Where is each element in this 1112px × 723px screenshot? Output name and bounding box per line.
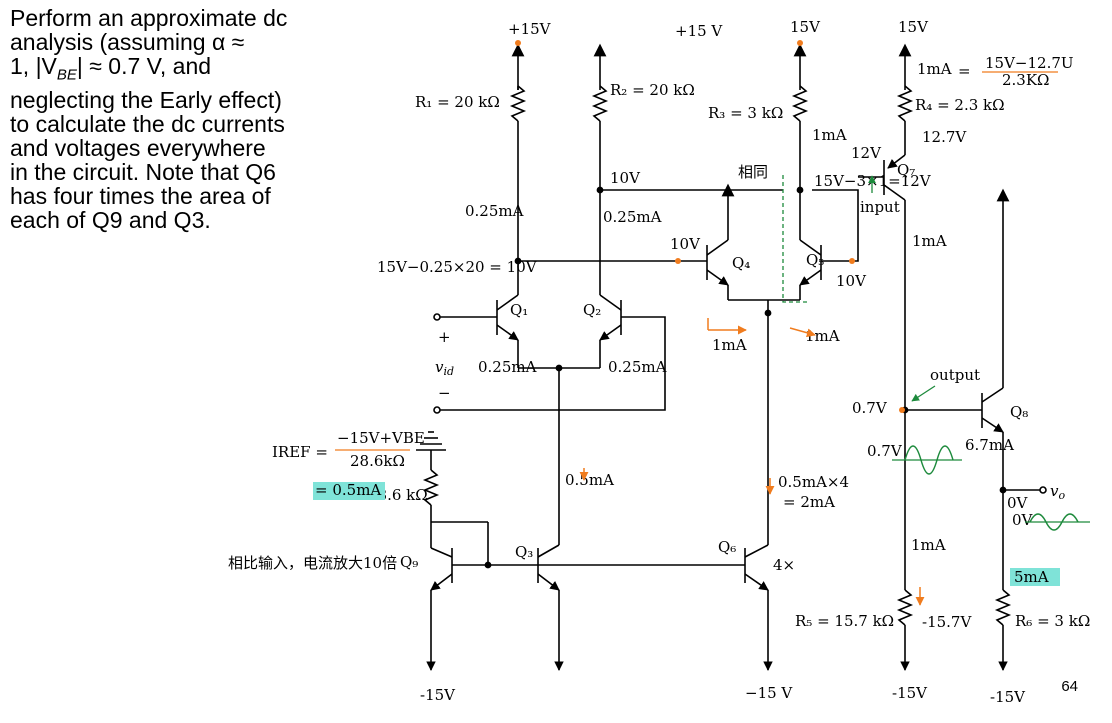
vbe-subscript: BE (56, 66, 77, 84)
q5-bracket-dash (782, 175, 810, 303)
r5-current-note: 1mA (911, 536, 946, 554)
printed-labels: +15 V R₁ = 20 kΩ R₂ = 20 kΩ R₃ = 3 kΩ R₄… (368, 22, 1090, 702)
q7-current-equals: = (958, 62, 971, 80)
orange-annotations: +15V 15V 15V 1mA = 15V−12.7U 2.3KΩ 12.7V… (272, 18, 1074, 706)
q4-base-dot (675, 258, 681, 264)
r1-current-note: 0.25mA (465, 202, 524, 220)
vo-ac-note: 0V (1012, 511, 1034, 529)
q8-base-v2-note: 0.7V (867, 442, 903, 460)
q4-base-note: 10V (670, 235, 701, 253)
problem-line-7: in the circuit. Note that Q6 (10, 158, 276, 185)
problem-line-5: to calculate the dc currents (10, 110, 285, 137)
q2-collector-note: 10V (610, 169, 641, 187)
top-r4-supply-note: 15V (898, 18, 929, 36)
mirror-note: 相比输入，电流放大10倍 (228, 554, 397, 572)
r5-bottom-note: -15.7V (922, 613, 972, 631)
top-r3-supply-dot (797, 40, 803, 46)
q5-current-arrow (789, 327, 816, 338)
r2-current-note: 0.25mA (603, 208, 662, 226)
q7-base-note: 12V (851, 144, 882, 162)
q4-label: Q₄ (732, 254, 750, 272)
r2-label: R₂ = 20 kΩ (610, 81, 695, 99)
problem-line-2: analysis (assuming α ≈ (10, 29, 245, 55)
q3-label: Q₃ (515, 543, 533, 561)
vid-label: vid (435, 358, 454, 378)
q8-emitter-highlight (1010, 568, 1060, 586)
q8-emitter-current-note: 5mA (1014, 568, 1049, 586)
q3-current-note: 0.5mA (565, 471, 614, 489)
r4-label: R₄ = 2.3 kΩ (915, 96, 1005, 114)
q1-collector-eq-note: 15V−0.25×20 = 10V (377, 258, 538, 276)
q5-emitter-note: 10V (836, 272, 867, 290)
problem-line-1: Perform an approximate dc (10, 5, 288, 31)
r6-label: R₆ = 3 kΩ (1015, 612, 1090, 630)
q8-base-sine (904, 445, 954, 475)
green-annotations: 相同 input output 0V 相比输入，电流放大10倍 (228, 163, 1090, 572)
top-left-supply-note: +15V (508, 20, 552, 38)
q8-current-note: 6.7mA (965, 436, 1014, 454)
problem-statement: Perform an approximate dc analysis (assu… (10, 6, 395, 232)
iref-denominator-note: 28.6kΩ (350, 452, 405, 470)
q7-emitter-note: 12.7V (922, 128, 967, 146)
q7-current-numerator: 15V−12.7U (985, 54, 1074, 72)
problem-line-9: each of Q9 and Q3. (10, 206, 211, 233)
q5-emitter-current-note: 1mA (805, 327, 840, 345)
vminus-label: −15 V (745, 684, 793, 702)
bottom-r6-supply-note: -15V (990, 688, 1026, 706)
q4-emitter-current-note: 1mA (712, 336, 747, 354)
q6-current-note: 0.5mA×4 (778, 473, 849, 491)
q2-label: Q₂ (583, 301, 601, 319)
page-number: 64 (1061, 678, 1078, 695)
q5-base-dot (849, 258, 855, 264)
q7-current-note: 1mA (917, 60, 952, 78)
bottom-left-supply-note: -15V (420, 686, 456, 704)
iref-highlight (313, 482, 385, 500)
q7-collector-current-note: 1mA (912, 232, 947, 250)
q9-label: Q₉ (400, 553, 418, 571)
iref-numerator-note: −15V+VBE (337, 429, 425, 447)
q6-area-label: 4× (773, 556, 795, 574)
q5-label: Q₅ (806, 251, 824, 269)
iref-label-note: IREF = (272, 443, 328, 461)
q1-emitter-current-note: 0.25mA (478, 358, 537, 376)
vid-minus-sign: − (438, 384, 451, 402)
top-r3-supply-note: 15V (790, 18, 821, 36)
r3-node-eq-note: 15V−3×1=12V (814, 172, 932, 190)
output-arrow (911, 385, 936, 402)
problem-line-3: 1, |VBE| ≈ 0.7 V, and (10, 53, 212, 84)
vo-label: vo (1050, 482, 1065, 502)
q7-current-denominator: 2.3KΩ (1002, 71, 1050, 89)
q6-current-result-note: = 2mA (783, 493, 835, 511)
problem-line-4: neglecting the Early effect) (10, 86, 282, 113)
q7-label: Q₇ (897, 161, 915, 179)
problem-line-8: has four times the area of (10, 182, 271, 209)
output-note: output (930, 366, 980, 384)
problem-line-6: and voltages everywhere (10, 134, 266, 161)
r1-label: R₁ = 20 kΩ (415, 93, 500, 111)
r3-label: R₃ = 3 kΩ (708, 104, 783, 122)
q1-label: Q₁ (510, 301, 528, 319)
q8-base-dot (899, 407, 905, 413)
vplus-label: +15 V (675, 22, 723, 40)
q2-emitter-current-note: 0.25mA (608, 358, 667, 376)
vo-sine (1029, 513, 1079, 531)
r5-label: R₅ = 15.7 kΩ (795, 612, 894, 630)
q8-label: Q₈ (1010, 403, 1028, 421)
q6-label: Q₆ (718, 538, 736, 556)
bottom-r5-supply-note: -15V (892, 684, 928, 702)
top-left-supply-dot (515, 40, 521, 46)
wires (416, 43, 1047, 671)
r3-current-note: 1mA (812, 126, 847, 144)
vid-plus-sign: + (438, 328, 451, 346)
q8-base-v-note: 0.7V (852, 399, 888, 417)
same-note: 相同 (738, 163, 768, 181)
iref-result-note: = 0.5mA (315, 481, 381, 499)
input-note: input (860, 198, 900, 216)
vo-dc-note: 0V (1007, 494, 1029, 512)
